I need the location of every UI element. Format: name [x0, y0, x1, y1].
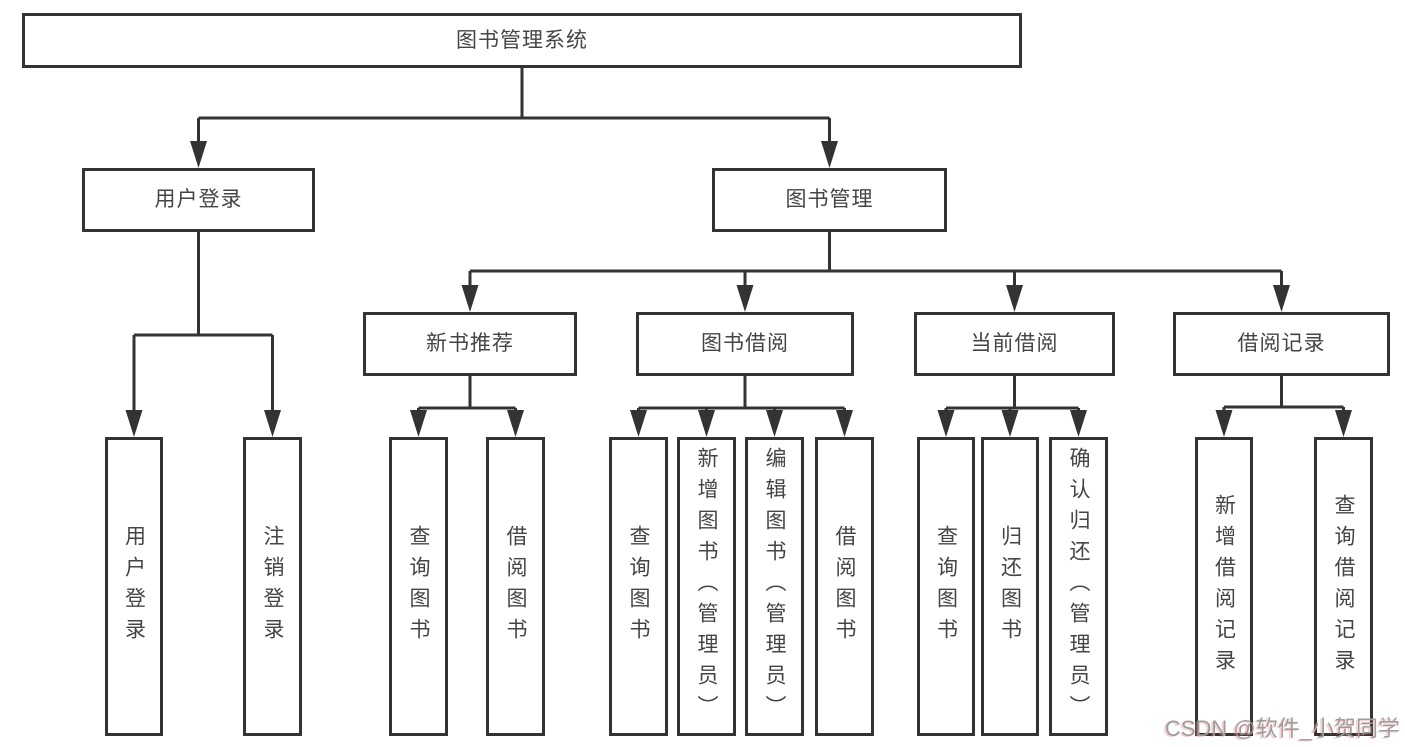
arrow-down-icon: [1001, 410, 1019, 437]
arrow-down-icon: [698, 410, 715, 437]
node-book-borrowing: 图书借阅: [636, 312, 854, 376]
node-query-books-recommend: 查询图书: [389, 437, 448, 736]
edge-root-to-level2: [197, 68, 831, 144]
arrow-down-icon: [736, 285, 754, 312]
arrow-down-icon: [1273, 285, 1290, 312]
arrow-down-icon: [836, 410, 853, 437]
csdn-watermark: CSDN @软件_小贺同学: [1164, 716, 1400, 741]
node-book-management-branch: 图书管理: [712, 168, 947, 232]
arrow-down-icon: [461, 285, 479, 312]
node-add-borrow-record: 新增借阅记录: [1195, 437, 1253, 736]
node-system-root: 图书管理系统: [22, 13, 1022, 68]
arrow-down-icon: [937, 410, 955, 437]
arrow-down-icon: [1215, 410, 1233, 437]
node-user-login-leaf: 用户登录: [105, 437, 163, 736]
arrow-down-icon: [1006, 285, 1023, 312]
edge-records-to-leaves: [1222, 376, 1345, 413]
arrow-down-icon: [190, 141, 207, 168]
node-edit-books-admin: 编辑图书（管理员）: [745, 437, 804, 736]
node-query-books-borrowing: 查询图书: [609, 437, 668, 736]
node-logout-leaf: 注销登录: [243, 437, 302, 736]
edge-newbook-to-leaves: [417, 376, 517, 413]
node-current-borrowing: 当前借阅: [914, 312, 1115, 376]
node-borrow-books-recommend: 借阅图书: [486, 437, 545, 736]
arrow-down-icon: [766, 410, 783, 437]
edge-borrowing-to-leaves: [637, 376, 846, 413]
node-confirm-return-admin: 确认归还（管理员）: [1049, 437, 1108, 736]
node-user-login-branch: 用户登录: [82, 168, 315, 232]
node-borrow-books-leaf: 借阅图书: [815, 437, 874, 736]
arrow-down-icon: [410, 410, 427, 437]
node-query-borrow-record: 查询借阅记录: [1314, 437, 1373, 736]
edge-bookmgmt-to-level3: [468, 232, 1283, 288]
node-borrowing-records: 借阅记录: [1173, 312, 1390, 376]
edge-current-to-leaves: [944, 376, 1080, 413]
node-new-book-recommend: 新书推荐: [363, 312, 577, 376]
arrow-down-icon: [264, 410, 281, 437]
node-return-books: 归还图书: [981, 437, 1039, 736]
node-add-books-admin: 新增图书（管理员）: [677, 437, 736, 736]
node-query-books-current: 查询图书: [917, 437, 975, 736]
arrow-down-icon: [125, 410, 143, 437]
arrow-down-icon: [1335, 410, 1352, 437]
edge-userlogin-to-leaves: [132, 232, 274, 413]
arrow-down-icon: [1070, 410, 1087, 437]
arrow-down-icon: [630, 410, 647, 437]
arrow-down-icon: [507, 410, 524, 437]
arrow-down-icon: [821, 141, 838, 168]
